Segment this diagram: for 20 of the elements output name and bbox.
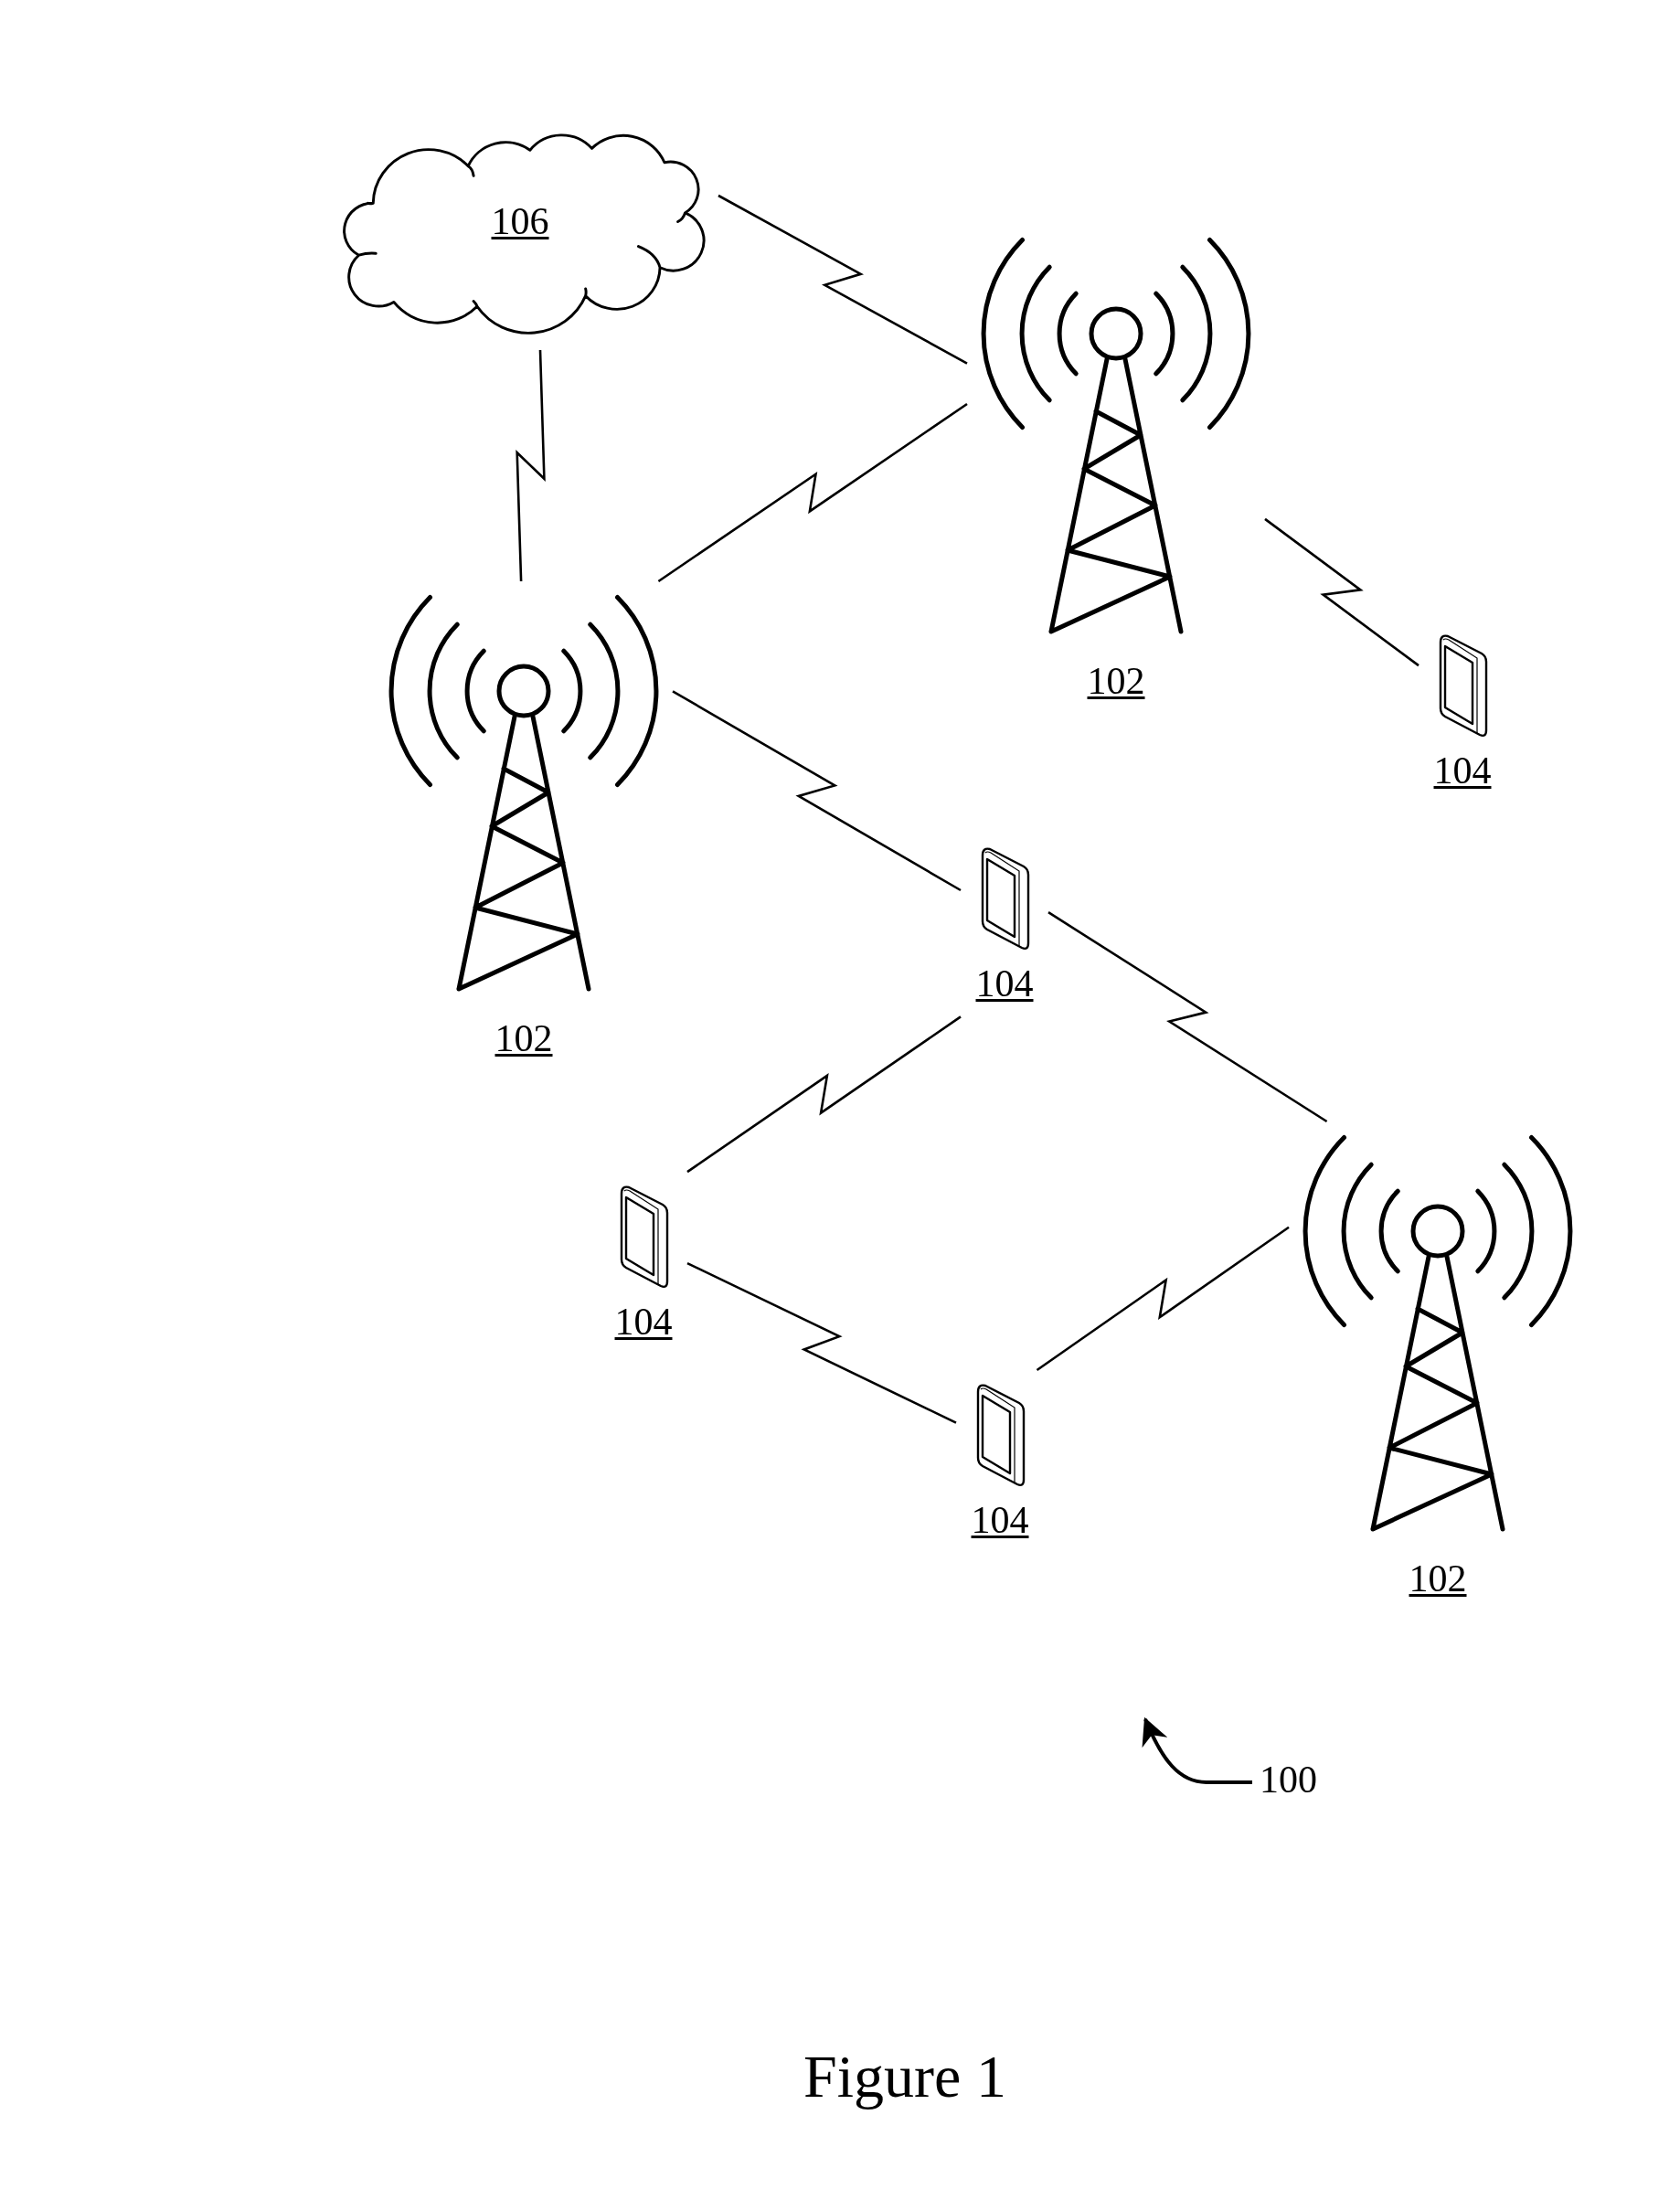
- reference-numeral: 102: [1086, 659, 1146, 703]
- wireless-link: [516, 349, 546, 582]
- reference-numeral: 104: [613, 1300, 674, 1344]
- wireless-link: [1264, 517, 1419, 667]
- figure-caption: Figure 1: [803, 2042, 1007, 2111]
- reference-numeral: 102: [494, 1016, 554, 1060]
- reference-numeral: 100: [1260, 1758, 1317, 1801]
- wireless-link: [686, 1261, 957, 1424]
- wireless-link: [672, 690, 962, 892]
- reference-numeral: 106: [490, 199, 550, 243]
- leader-arrow: [1143, 1716, 1252, 1784]
- wireless-link: [686, 1015, 962, 1174]
- reference-numeral: 104: [974, 962, 1035, 1005]
- wireless-link: [1047, 911, 1328, 1123]
- wireless-link: [657, 402, 968, 583]
- wireless-link: [718, 194, 968, 365]
- wireless-link: [1036, 1226, 1290, 1372]
- reference-numeral: 102: [1408, 1557, 1468, 1600]
- reference-numeral: 104: [970, 1498, 1030, 1542]
- reference-numeral: 104: [1432, 749, 1493, 792]
